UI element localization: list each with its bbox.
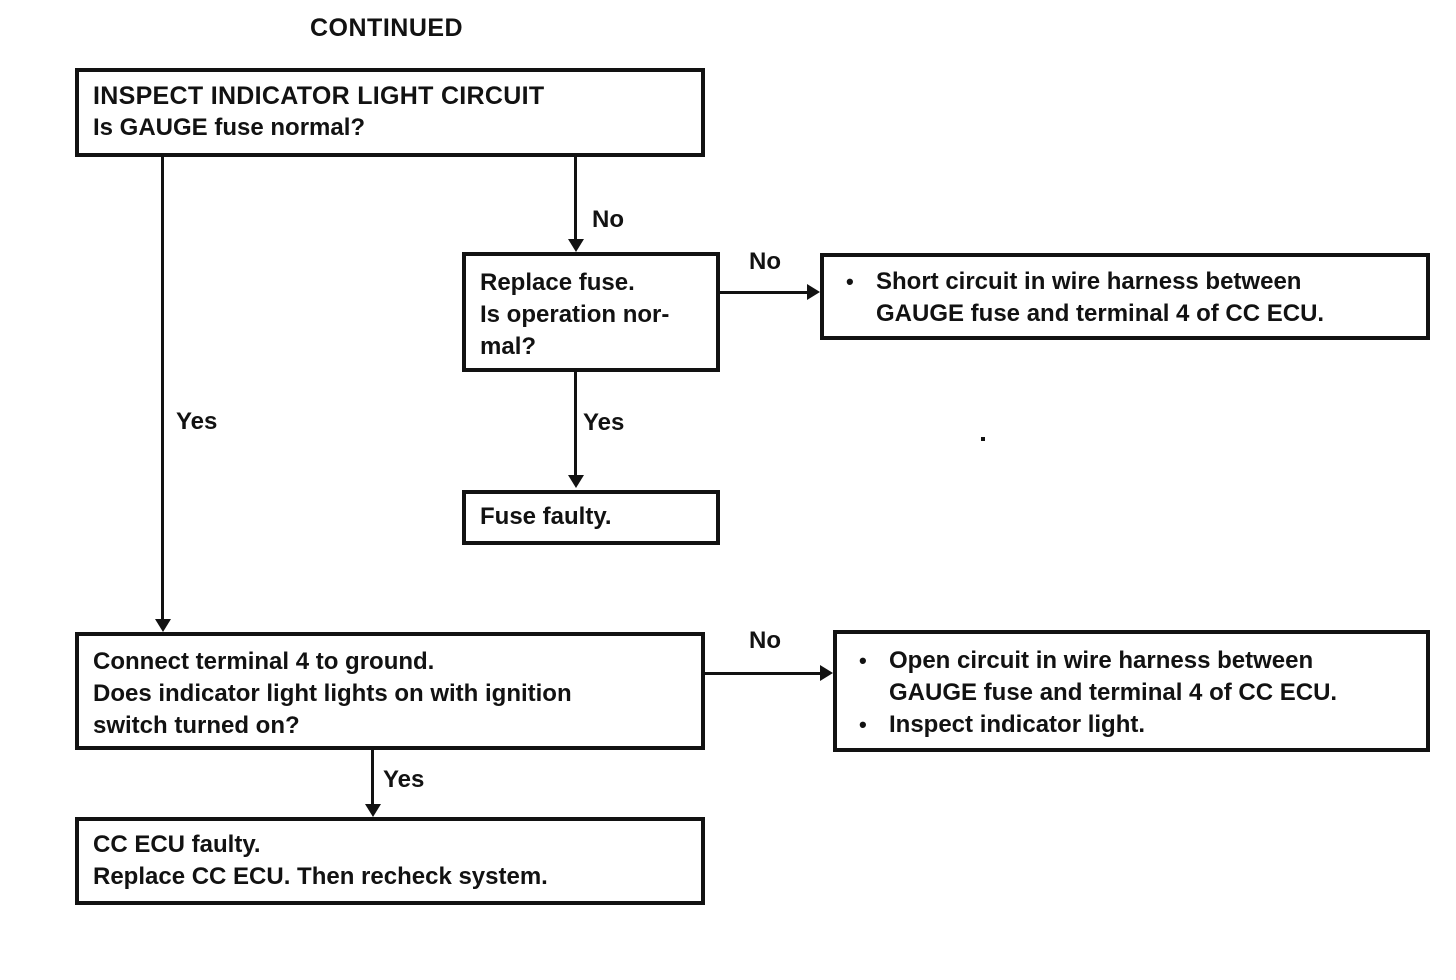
node-line: switch turned on? xyxy=(93,712,300,739)
node-replace-fuse: Replace fuse. Is operation nor- mal? xyxy=(462,252,720,372)
node-title: INSPECT INDICATOR LIGHT CIRCUIT xyxy=(93,82,545,110)
node-line: Replace fuse. xyxy=(480,269,635,296)
bullet-icon: • xyxy=(859,648,867,673)
node-line: Does indicator light lights on with igni… xyxy=(93,680,572,707)
connector-connect-yes-line xyxy=(371,750,374,806)
node-line: Short circuit in wire harness between xyxy=(876,268,1302,295)
scan-artifact-dot xyxy=(981,437,985,441)
node-line: Is operation nor- xyxy=(480,301,670,328)
node-line: GAUGE fuse and terminal 4 of CC ECU. xyxy=(876,300,1325,327)
node-cc-ecu-faulty: CC ECU faulty. Replace CC ECU. Then rech… xyxy=(75,817,705,905)
node-open-circuit-result: • Open circuit in wire harness between G… xyxy=(833,630,1430,752)
connector-gauge-no-line xyxy=(574,157,577,240)
arrowhead-down-icon xyxy=(365,804,381,817)
node-inspect-indicator-light-circuit: INSPECT INDICATOR LIGHT CIRCUIT Is GAUGE… xyxy=(75,68,705,157)
node-line: Replace CC ECU. Then recheck system. xyxy=(93,863,548,890)
node-line: Connect terminal 4 to ground. xyxy=(93,648,435,675)
node-line: Open circuit in wire harness between xyxy=(889,647,1314,674)
node-connect-terminal-4: Connect terminal 4 to ground. Does indic… xyxy=(75,632,705,750)
node-short-circuit-result: • Short circuit in wire harness between … xyxy=(820,253,1430,340)
edge-label-gauge-yes: Yes xyxy=(176,408,218,435)
arrowhead-right-icon xyxy=(820,665,833,681)
edge-label-replace-yes: Yes xyxy=(583,409,625,436)
edge-label-gauge-no: No xyxy=(592,206,624,233)
node-line: GAUGE fuse and terminal 4 of CC ECU. xyxy=(889,679,1338,706)
connector-gauge-yes-line xyxy=(161,157,164,620)
connector-connect-no-line xyxy=(705,672,821,675)
arrowhead-down-icon xyxy=(155,619,171,632)
continued-heading: CONTINUED xyxy=(310,14,464,42)
node-line: CC ECU faulty. xyxy=(93,831,261,858)
node-line: mal? xyxy=(480,333,537,360)
bullet-icon: • xyxy=(859,712,867,737)
edge-label-connect-no: No xyxy=(749,627,781,654)
node-line: Fuse faulty. xyxy=(480,503,612,530)
bullet-icon: • xyxy=(846,269,854,294)
arrowhead-down-icon xyxy=(568,239,584,252)
node-fuse-faulty: Fuse faulty. xyxy=(462,490,720,545)
arrowhead-down-icon xyxy=(568,475,584,488)
edge-label-connect-yes: Yes xyxy=(383,766,425,793)
arrowhead-right-icon xyxy=(807,284,820,300)
connector-replace-no-line xyxy=(720,291,808,294)
node-question: Is GAUGE fuse normal? xyxy=(93,114,366,141)
edge-label-replace-no: No xyxy=(749,248,781,275)
node-line: Inspect indicator light. xyxy=(889,711,1146,738)
connector-replace-yes-line xyxy=(574,372,577,476)
